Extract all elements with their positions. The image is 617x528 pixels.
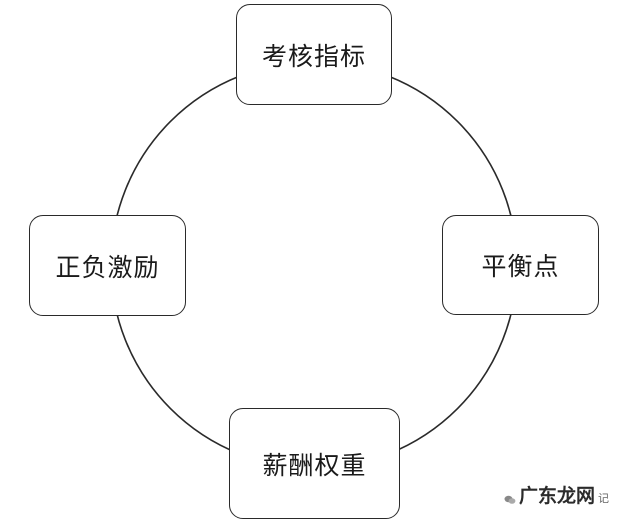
node-label: 薪酬权重: [262, 450, 367, 480]
node-label: 考核指标: [261, 41, 366, 71]
watermark-text: 广东龙网: [518, 485, 595, 507]
node-salary-weight: 薪酬权重: [229, 408, 400, 519]
watermark-tail: 记: [598, 492, 609, 505]
node-label: 正负激励: [55, 252, 160, 282]
wechat-icon: [504, 495, 516, 504]
node-assessment-indicators: 考核指标: [236, 4, 392, 105]
watermark: 广东龙网 记: [504, 481, 609, 508]
node-label: 平衡点: [481, 252, 560, 281]
node-balance-point: 平衡点: [442, 215, 599, 315]
node-positive-negative-incentives: 正负激励: [29, 215, 186, 316]
